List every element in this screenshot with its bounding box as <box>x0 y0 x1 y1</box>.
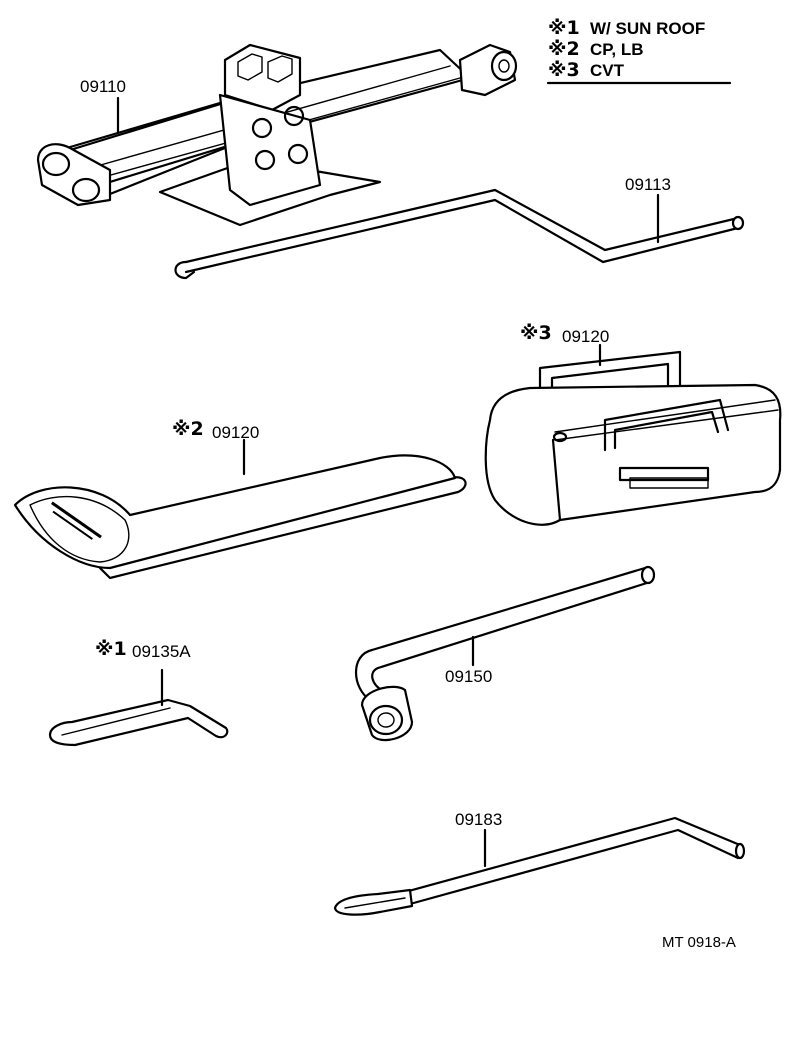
jack-rod-part-number: 09183 <box>455 810 502 829</box>
tool-bag-cp-lb-mark: ※2 <box>172 418 204 440</box>
tool-bag-cvt-drawing: ※3 09120 <box>484 322 782 526</box>
legend: ※1 W/ SUN ROOF ※2 CP, LB ※3 CVT <box>546 17 732 85</box>
jack-rod-drawing: 09183 <box>333 810 746 916</box>
tool-bag-cvt-mark: ※3 <box>520 322 552 344</box>
jack-drawing: 09110 <box>36 43 518 227</box>
sunroof-wrench-part-number: 09135A <box>132 642 191 661</box>
legend-text-2: CP, LB <box>590 40 644 59</box>
jack-part-number: 09110 <box>80 77 126 96</box>
tool-bag-cp-lb-drawing: ※2 09120 <box>13 418 467 580</box>
sunroof-wrench-drawing: ※1 09135A <box>48 638 229 747</box>
wheel-nut-wrench-part-number: 09150 <box>445 667 492 686</box>
jack-handle-part-number: 09113 <box>625 175 671 194</box>
tool-bag-cvt-part-number: 09120 <box>562 327 609 346</box>
legend-mark-1: ※1 <box>548 17 580 39</box>
legend-mark-3: ※3 <box>548 59 580 81</box>
legend-text-3: CVT <box>590 61 625 80</box>
drawing-code: MT 0918-A <box>662 934 736 951</box>
tool-bag-cp-lb-part-number: 09120 <box>212 423 259 442</box>
legend-mark-2: ※2 <box>548 38 580 60</box>
sunroof-wrench-mark: ※1 <box>95 638 127 660</box>
jack-handle-drawing: 09113 <box>174 175 745 280</box>
wheel-nut-wrench-drawing: 09150 <box>355 565 656 742</box>
legend-text-1: W/ SUN ROOF <box>590 19 705 38</box>
